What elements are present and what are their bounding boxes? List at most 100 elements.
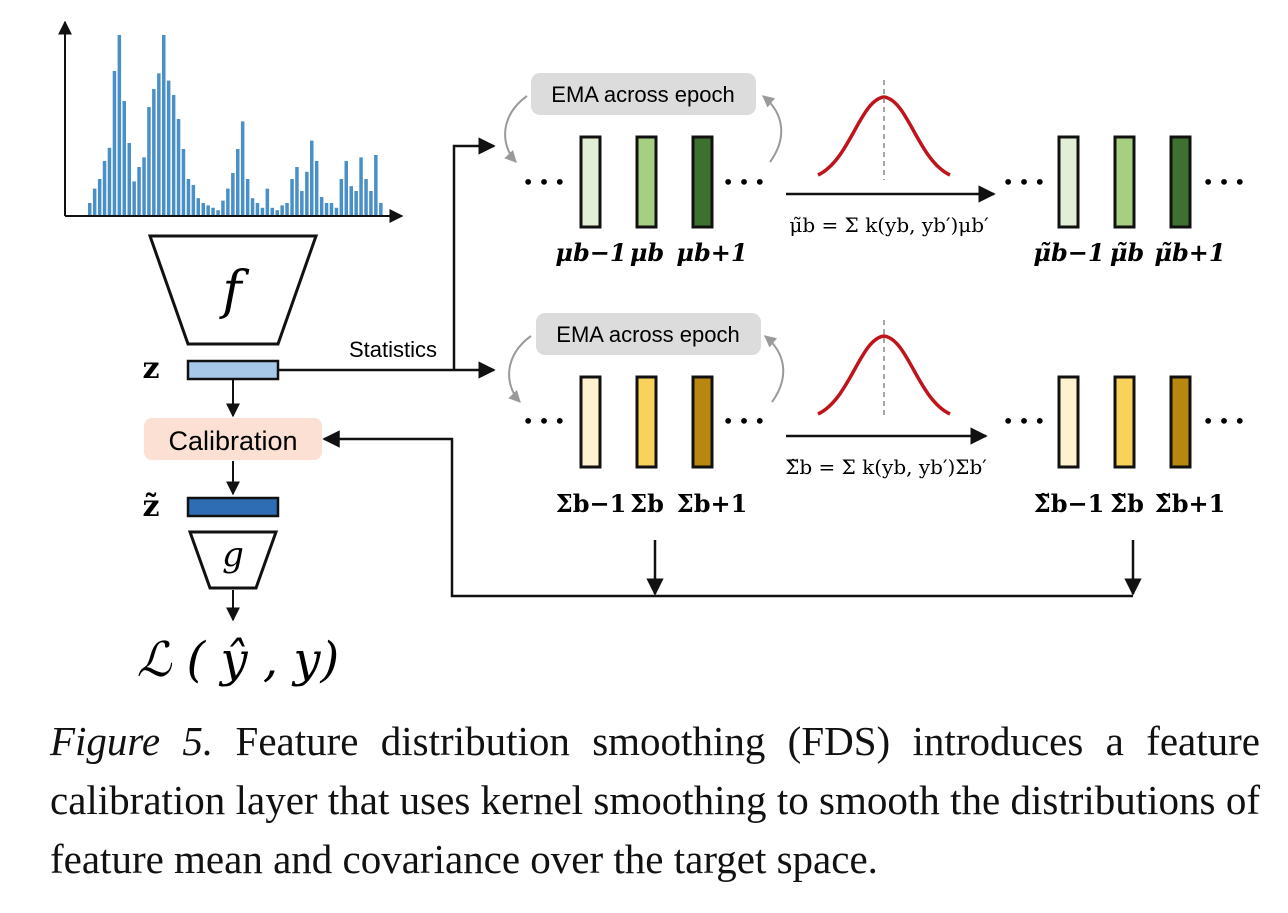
histogram-bar bbox=[260, 207, 265, 215]
feature-z-bar bbox=[186, 359, 280, 381]
ema-box-cov bbox=[536, 313, 761, 355]
histogram-bar bbox=[339, 179, 344, 215]
mean-bar-b-plus-1 bbox=[691, 135, 714, 229]
cov-bar-b-plus-1 bbox=[691, 375, 714, 469]
cov-label-b-minus-1: Σb−1 bbox=[556, 489, 627, 518]
smoothed-cov-label-b-minus-1: Σ̃b−1 bbox=[1034, 489, 1105, 518]
encoder-f bbox=[147, 234, 319, 346]
decoder-label: g bbox=[222, 535, 244, 575]
kernel-curve-mean bbox=[817, 95, 951, 177]
smoothed-cov-bar-b-plus-1 bbox=[1169, 375, 1192, 469]
histogram-bar bbox=[92, 188, 97, 215]
fds-diagram: f z Calibration z̃ g ℒ ( ŷ , y) Statisti… bbox=[58, 20, 1249, 688]
smoothed-mean-bar-b bbox=[1113, 135, 1136, 229]
cov-label-b-plus-1: Σb+1 bbox=[677, 489, 748, 518]
histogram-bar bbox=[176, 119, 181, 215]
histogram-bar bbox=[324, 203, 329, 215]
smoothed-cov-label-b-plus-1: Σ̃b+1 bbox=[1155, 489, 1226, 518]
histogram-bar bbox=[162, 35, 166, 215]
calibrated-feature-label: z̃ bbox=[142, 489, 159, 524]
ema-curve-right-mean bbox=[762, 95, 783, 163]
mean-label-b-plus-1: μb+1 bbox=[676, 238, 747, 267]
calibrated-feature-bar bbox=[186, 496, 280, 518]
histogram-bar bbox=[231, 173, 235, 215]
histogram-bar bbox=[245, 179, 250, 215]
histogram-bar bbox=[127, 143, 131, 215]
smoothed-cov-label-b: Σ̃b bbox=[1110, 489, 1144, 518]
loss-expression: ℒ ( ŷ , y) bbox=[137, 632, 340, 688]
histogram-bar bbox=[196, 198, 200, 215]
ellipsis-mid-mean: ••• bbox=[722, 170, 769, 194]
histogram-bar bbox=[349, 186, 353, 215]
histogram-bar bbox=[236, 149, 240, 215]
ellipsis-left-mean: ••• bbox=[522, 170, 569, 194]
histogram-bar bbox=[142, 157, 146, 215]
smoothing-formula-mean: μ̃b = Σ k(yb, yb′)μb′ bbox=[789, 213, 989, 237]
label-histogram bbox=[58, 20, 404, 223]
histogram-bar bbox=[255, 203, 260, 215]
ellipsis-right1-mean: ••• bbox=[1002, 170, 1049, 194]
smoothed-cov-bar-b bbox=[1113, 375, 1136, 469]
histogram-bar bbox=[319, 197, 324, 215]
smoothing-formula-cov: Σ̃b = Σ k(yb, yb′)Σb′ bbox=[785, 455, 987, 479]
histogram-bar bbox=[359, 157, 363, 215]
histogram-bar bbox=[191, 185, 196, 215]
figure-caption: Figure 5. Feature distribution smoothing… bbox=[50, 712, 1260, 889]
histogram-bar bbox=[305, 171, 309, 215]
histogram-bar bbox=[107, 147, 112, 215]
arrow-statistics-to-mean bbox=[452, 137, 496, 370]
histogram-bar bbox=[364, 179, 368, 215]
histogram-bar bbox=[250, 198, 255, 215]
histogram-bar bbox=[147, 107, 151, 215]
cov-bar-b bbox=[635, 375, 658, 469]
smoothed-mean-label-b: μ̃b bbox=[1110, 238, 1144, 267]
histogram-bar bbox=[211, 207, 215, 215]
ellipsis-right2-mean: ••• bbox=[1202, 170, 1249, 194]
histogram-bar bbox=[171, 95, 176, 215]
histogram-bar bbox=[132, 181, 136, 215]
histogram-bar bbox=[329, 203, 334, 215]
mean-label-b: μb bbox=[630, 238, 664, 267]
ellipsis-mid-cov: ••• bbox=[722, 409, 769, 433]
histogram-bar bbox=[344, 161, 348, 215]
ema-curve-right-cov bbox=[764, 335, 785, 403]
histogram-bar bbox=[314, 161, 319, 215]
smoothed-mean-bar-b-plus-1 bbox=[1169, 135, 1192, 229]
histogram-bar bbox=[354, 191, 358, 215]
cov-bar-b-minus-1 bbox=[579, 375, 602, 469]
mean-row: EMA across epoch ••• ••• μb−1 μb μb+1 μ̃… bbox=[504, 73, 1249, 267]
histogram-bar bbox=[216, 210, 220, 215]
histogram-bar bbox=[122, 101, 126, 215]
histogram-bar bbox=[265, 188, 270, 215]
histogram-bar bbox=[102, 161, 107, 215]
feature-z-label: z bbox=[142, 351, 159, 386]
kernel-curve-cov bbox=[817, 334, 951, 416]
histogram-bar bbox=[166, 80, 171, 215]
mean-bar-b-minus-1 bbox=[579, 135, 602, 229]
ellipsis-right1-cov: ••• bbox=[1002, 409, 1049, 433]
histogram-bars bbox=[88, 35, 383, 216]
calibration-label: Calibration bbox=[168, 426, 297, 456]
ema-curve-left-cov bbox=[508, 335, 532, 403]
histogram-bar bbox=[88, 203, 92, 215]
caption-label: Figure 5. bbox=[50, 718, 214, 764]
histogram-bar bbox=[280, 205, 284, 215]
histogram-bar bbox=[334, 207, 339, 215]
histogram-bar bbox=[270, 207, 274, 215]
histogram-bar bbox=[157, 73, 161, 216]
smoothed-mean-label-b-plus-1: μ̃b+1 bbox=[1154, 238, 1225, 267]
histogram-bar bbox=[374, 155, 378, 215]
ema-label-cov: EMA across epoch bbox=[556, 322, 739, 347]
smoothed-cov-bar-b-minus-1 bbox=[1057, 375, 1080, 469]
histogram-bar bbox=[240, 121, 245, 215]
decoder-g bbox=[187, 530, 279, 590]
smoothed-mean-bar-b-minus-1 bbox=[1057, 135, 1080, 229]
ema-box-mean bbox=[531, 73, 756, 115]
cov-row: EMA across epoch ••• ••• Σb−1 Σb Σb+1 Σ̃… bbox=[508, 313, 1246, 518]
ema-curve-left-mean bbox=[504, 95, 528, 163]
histogram-bar bbox=[97, 179, 102, 215]
histogram-bar bbox=[275, 210, 279, 215]
histogram-bar bbox=[206, 205, 210, 215]
arrow-feedback-to-calibration bbox=[322, 430, 1133, 598]
histogram-bar bbox=[112, 71, 117, 215]
